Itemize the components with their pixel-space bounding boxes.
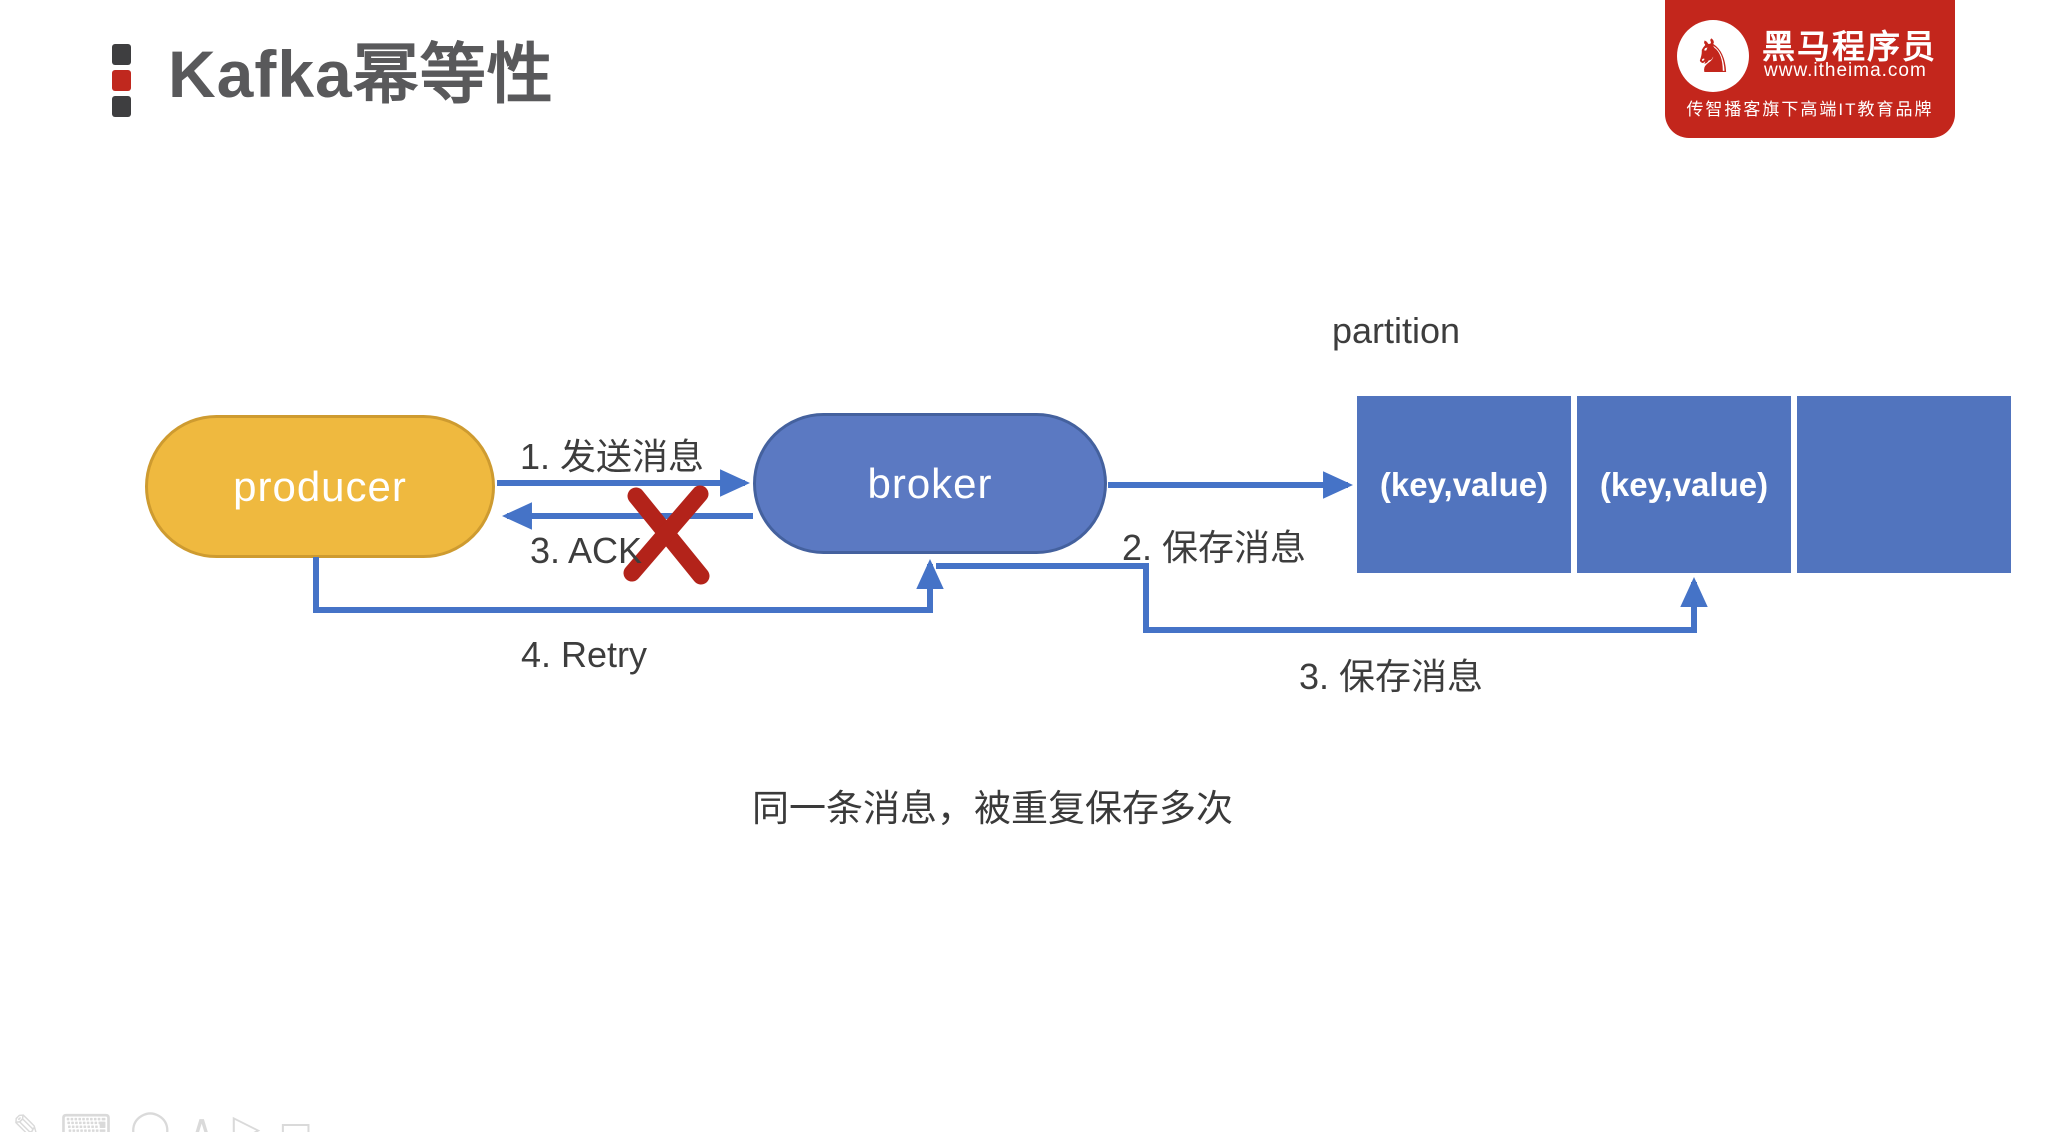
red-cross-icon (623, 485, 710, 585)
producer-node: producer (145, 415, 495, 558)
pen-icon[interactable]: ✎ (12, 1107, 43, 1132)
keyboard-icon[interactable]: ⌨ (60, 1107, 113, 1132)
title-bullet-icon (112, 44, 131, 117)
rectangle-icon[interactable]: ▭ (278, 1107, 313, 1132)
presenter-toolbar: ✎ ⌨ ◯ ∧ ▷ ▭ (12, 1110, 313, 1132)
slide-caption: 同一条消息，被重复保存多次 (752, 788, 1233, 829)
horse-logo-icon: ♞ (1677, 20, 1749, 92)
broker-node: broker (753, 413, 1107, 554)
pointer-icon[interactable]: ▷ (232, 1107, 261, 1132)
brand-logo: ♞ 黑马程序员 www.itheima.com 传智播客旗下高端IT教育品牌 (1665, 0, 1955, 138)
caret-up-icon[interactable]: ∧ (188, 1107, 215, 1132)
partition-cell: (key,value) (1357, 396, 1571, 573)
partition-cell (1797, 396, 2011, 573)
bullet-square-dark (112, 44, 131, 65)
label-save-message-3: 3. 保存消息 (1299, 656, 1484, 697)
brand-tagline: 传智播客旗下高端IT教育品牌 (1686, 100, 1934, 119)
slide-title-block: Kafka幂等性 (112, 37, 554, 117)
bullet-square-red (112, 70, 131, 91)
brand-url: www.itheima.com (1764, 60, 1927, 81)
ellipse-icon[interactable]: ◯ (130, 1107, 171, 1132)
label-save-message-2: 2. 保存消息 (1122, 527, 1307, 568)
page-title: Kafka幂等性 (168, 37, 554, 111)
arrow-save-message-3 (936, 563, 1708, 633)
partition: (key,value) (key,value) (1357, 396, 2011, 573)
label-send-message: 1. 发送消息 (520, 436, 705, 477)
bullet-square-dark (112, 96, 131, 117)
partition-label: partition (1332, 310, 1461, 351)
label-ack: 3. ACK (530, 530, 643, 571)
label-retry: 4. Retry (521, 634, 648, 675)
partition-cell: (key,value) (1577, 396, 1791, 573)
brand-name: 黑马程序员 (1762, 28, 1937, 65)
